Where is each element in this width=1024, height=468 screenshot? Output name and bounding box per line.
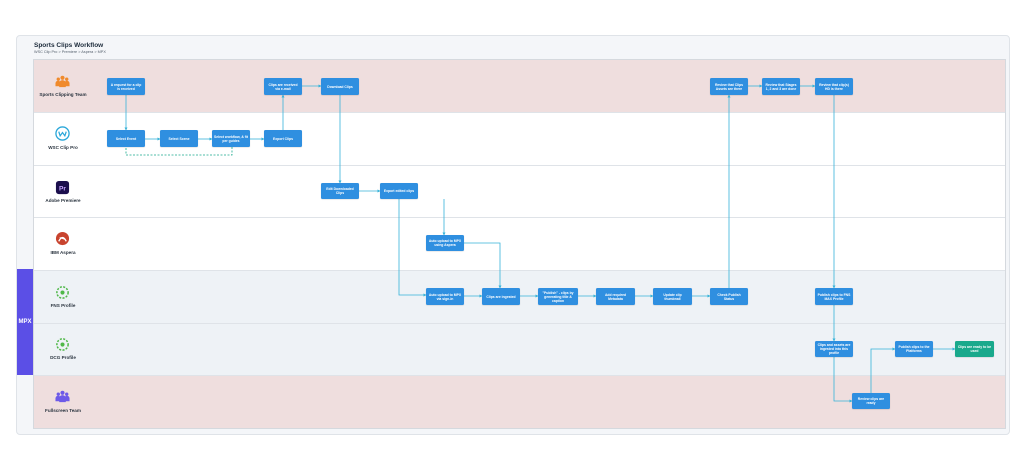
- lane-label: FNS Profile: [50, 303, 76, 308]
- connector: [870, 347, 896, 393]
- connector: [464, 242, 502, 289]
- lane-label: Sports Clipping Team: [39, 92, 87, 97]
- node-select-workflow[interactable]: Select workflow, & fit per guides: [212, 130, 250, 147]
- svg-text:Pr: Pr: [59, 185, 66, 192]
- node-update-thumbnail[interactable]: Update clip thumbnail: [653, 288, 692, 305]
- gear-icon: [56, 338, 69, 351]
- node-edit-downloaded[interactable]: Edit Downloaded Clips: [321, 183, 359, 199]
- page-title: Sports Clips Workflow: [34, 42, 104, 49]
- node-clips-received[interactable]: Clips are received via e-mail: [264, 78, 302, 95]
- node-review-stages[interactable]: Review that Stages 1, 2 and 3 are done: [762, 78, 800, 95]
- node-review-ready[interactable]: Review clips are ready: [852, 393, 890, 409]
- premiere-logo-icon: Pr: [55, 180, 70, 195]
- lane-ibm-aspera: IBM Aspera: [34, 218, 1005, 271]
- node-add-metadata[interactable]: Add required Metadata: [596, 288, 635, 305]
- wsc-logo-icon: [55, 126, 70, 141]
- swimlane-board: Sports Clipping Team WSC Clip Pro Pr Ado…: [33, 59, 1006, 429]
- mpx-group-label: MPX: [17, 269, 33, 375]
- node-publish-fns[interactable]: Publish clips to FNS MAX Profile: [815, 288, 853, 305]
- node-export-edited[interactable]: Export edited clips: [380, 183, 418, 199]
- node-clips-ingested-dcg[interactable]: Clips and assets are ingested into this …: [815, 341, 853, 357]
- lane-label: IBM Aspera: [50, 250, 76, 255]
- lane-label: Adobe Premiere: [45, 198, 81, 203]
- page-subtitle: WSC Clip Pro > Premiere > Aspera > MPX: [34, 50, 106, 54]
- team-icon: [55, 75, 70, 88]
- lane-label: WSC Clip Pro: [48, 145, 78, 150]
- node-download[interactable]: Download Clips: [321, 78, 359, 95]
- aspera-logo-icon: [55, 231, 70, 246]
- connector: [398, 199, 427, 297]
- node-check-publish[interactable]: Check Publish Status: [710, 288, 748, 305]
- node-select-scene[interactable]: Select Scene: [160, 130, 198, 147]
- lane-label: DCG Profile: [50, 355, 76, 360]
- connector: [833, 357, 853, 403]
- node-request[interactable]: A request for a clip is received: [107, 78, 145, 95]
- node-mpx-upload[interactable]: Auto upload to MPX via sign-in: [426, 288, 464, 305]
- node-aspera-upload[interactable]: Auto upload to MPX using Aspera: [426, 235, 464, 251]
- lane-label: Fullscreen Team: [45, 408, 81, 413]
- team-icon: [55, 390, 70, 403]
- node-publish-platforms[interactable]: Publish clips to the Platforms: [895, 341, 933, 357]
- lane-adobe-premiere: Pr Adobe Premiere: [34, 166, 1005, 218]
- node-clips-live[interactable]: Clips are ready to be used: [955, 341, 994, 357]
- node-publish[interactable]: "Publish" - clips by generating title & …: [538, 288, 578, 305]
- lane-fullscreen-team: Fullscreen Team: [34, 376, 1005, 428]
- node-export-clips[interactable]: Export Clips: [264, 130, 302, 147]
- gear-icon: [56, 286, 69, 299]
- node-select-event[interactable]: Select Event: [107, 130, 145, 147]
- node-review-assets[interactable]: Review that Clips Assets are there: [710, 78, 748, 95]
- node-review-mpx[interactable]: Review that clip(s) HD is there: [815, 78, 853, 95]
- node-clips-ingested[interactable]: Clips are ingested: [482, 288, 520, 305]
- loop-connector: [125, 147, 233, 156]
